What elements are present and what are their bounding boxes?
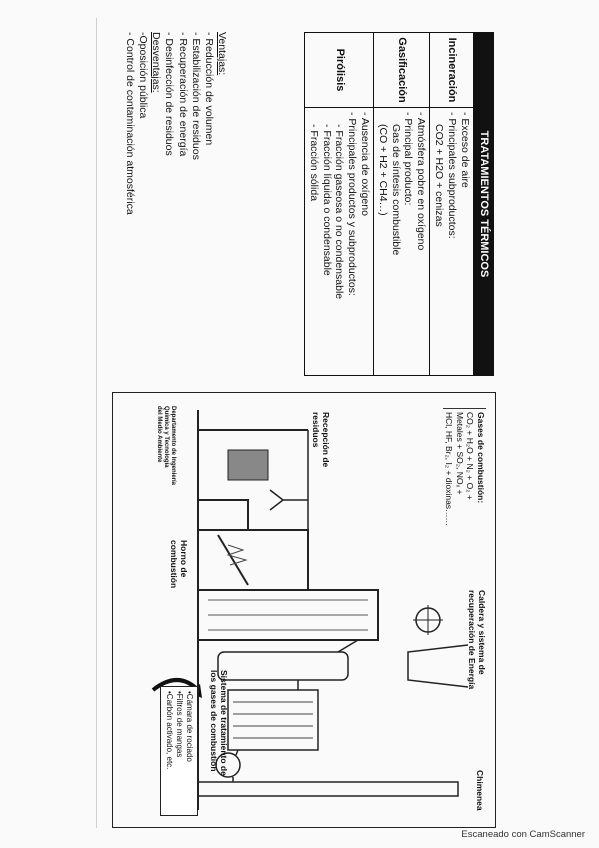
desventaja-item: - Control de contaminación atmosférica [124,32,137,215]
incineration-plant-diagram: Gases de combustión: CO₂ + H₂O + N₂ + O₂… [110,390,498,830]
advantages-disadvantages: Ventajas: - Reducción de volumen - Estab… [123,32,228,376]
table-row-pirolisis: Pirólisis - Ausencia de oxígeno - Princi… [304,32,374,376]
flue-gas-duct [232,639,359,782]
furnace [197,529,309,591]
crane-grab-icon [269,489,308,511]
reception-label: Recepción de residuos [311,412,331,468]
table-row-gasificacion: Gasificación - Atmósfera pobre en oxígen… [373,32,430,376]
row-label: Incineración [429,32,474,108]
department-credit: Departamento de Ingeniería Química y Tec… [156,406,176,486]
table-row-incineracion: Incineración - Exceso de aire - Principa… [429,32,474,376]
page-fold-line [96,18,97,828]
chimney [197,781,459,797]
fan-icon [215,752,241,778]
desventaja-item: -Oposición pública [137,32,150,119]
desventajas-heading: Desventajas: [150,32,163,93]
thermal-treatments-table: TRATAMIENTOS TÉRMICOS Incineración - Exc… [304,32,494,376]
row-label: Pirólisis [304,32,374,108]
treatment-options-box: •Cámara de rociado •Filtros de mangas •C… [160,686,198,816]
waste-pile [227,449,269,481]
gas-treatment-label: Sistema de tratamiento de los gases de c… [209,670,229,776]
row-label: Gasificación [373,32,430,108]
spray-chamber [217,651,349,681]
gases-title: Gases de combustión: [476,412,486,504]
ventaja-item: - Desinfección de residuos [163,32,176,156]
furnace-label: Horno de combustión [169,540,189,589]
bag-filter [227,689,319,751]
furnace-grate [217,534,249,586]
flame-icon [226,544,248,566]
ventajas-heading: Ventajas: [216,32,228,76]
ventaja-item: - Estabilización de residuos [189,32,202,160]
chimney-label: Chimenea [475,770,485,811]
scanner-watermark: Escaneado con CamScanner [461,829,585,840]
combustion-gases-box: Gases de combustión: CO₂ + H₂O + N₂ + O₂… [443,408,486,540]
table-title: TRATAMIENTOS TÉRMICOS [473,32,494,376]
boiler-label: Caldera y sistema de recuperación de Ene… [467,590,487,690]
ventaja-item: - Reducción de volumen [202,32,215,146]
cooling-tower-icon [407,644,469,688]
plant-schematic [151,410,469,810]
thermal-treatments-slide: TRATAMIENTOS TÉRMICOS Incineración - Exc… [110,28,498,380]
ventaja-item: - Recuperación de energía [176,32,189,157]
